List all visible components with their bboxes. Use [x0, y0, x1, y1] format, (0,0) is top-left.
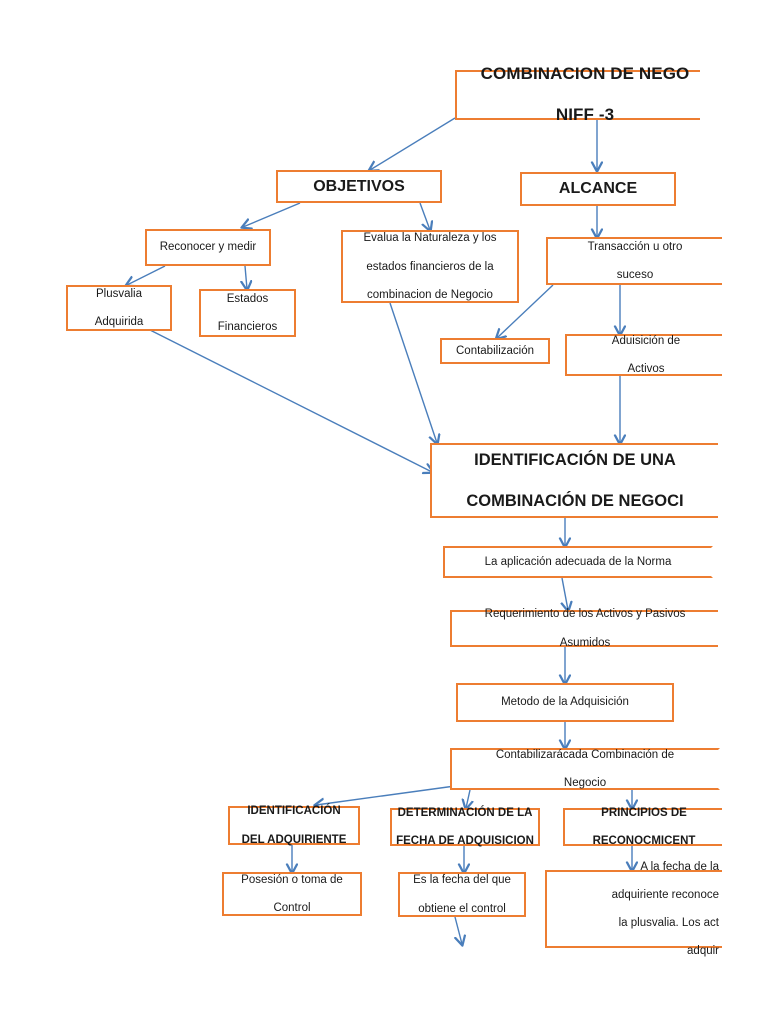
node-requerimiento-activos[interactable]: Requerimiento de los Activos y Pasivos A…: [450, 608, 720, 649]
link-transaccion-contabilizacion: [497, 284, 554, 338]
right-clip-mask-bottom: [722, 740, 768, 955]
node-plusvalia-line2: Adquirida: [94, 316, 144, 329]
node-principios-line1: PRINCIPIOS DE: [601, 806, 687, 819]
node-evalua-line1: Evalua la Naturaleza y los: [363, 232, 497, 245]
node-determinacion-line1: DETERMINACIÓN DE LA: [397, 806, 533, 819]
node-alafecha-line3: la plusvalia. Los act: [618, 917, 719, 930]
node-reconocer-y-medir[interactable]: Reconocer y medir: [145, 229, 271, 266]
right-clip-mask-lower: [718, 440, 768, 660]
node-determinacion-line2: FECHA DE ADQUISICION: [396, 835, 534, 848]
node-transaccion-suceso[interactable]: Transacción u otro suceso: [546, 237, 724, 285]
node-title[interactable]: COMBINACION DE NEGO NIFF -3: [455, 64, 715, 124]
node-esfecha-line1: Es la fecha del que: [413, 874, 511, 887]
node-posesion-control[interactable]: Posesión o toma de Control: [222, 872, 362, 916]
node-evalua-line3: combinacion de Negocio: [367, 288, 493, 301]
node-alafecha-line1: A la fecha de la: [640, 860, 719, 873]
node-posesion-line2: Control: [273, 902, 311, 915]
node-transaccion-line2: suceso: [616, 269, 654, 282]
right-clip-mask-title: [700, 60, 768, 130]
node-a-la-fecha[interactable]: A la fecha de la adquiriente reconoce la…: [545, 861, 725, 957]
link-title-objetivos: [370, 117, 456, 170]
link-contab-identadquirente: [316, 785, 456, 805]
node-identificacion-line2: COMBINACIÓN DE NEGOCI: [466, 491, 684, 510]
node-objetivos-label: OBJETIVOS: [313, 177, 405, 195]
link-objetivos-reconocer: [243, 202, 301, 227]
node-objetivos[interactable]: OBJETIVOS: [276, 170, 442, 203]
node-identificacion-adquirente[interactable]: IDENTIFICACIÓN DEL ADQUIRIENTE: [228, 805, 360, 846]
node-aplicacion-norma[interactable]: La aplicación adecuada de la Norma: [443, 546, 713, 578]
node-metodo-label: Metodo de la Adquisición: [501, 696, 629, 709]
node-contabilizacion[interactable]: Contabilización: [440, 338, 550, 364]
node-alcance-label: ALCANCE: [558, 180, 638, 198]
node-plusvalia-line1: Plusvalia: [95, 287, 143, 300]
node-adqactivos-line1: Aduisición de: [611, 334, 681, 347]
node-contabilizacion-label: Contabilización: [456, 344, 534, 357]
node-evalua-naturaleza[interactable]: Evalua la Naturaleza y los estados finan…: [341, 230, 519, 303]
link-contab-determinacion: [466, 789, 470, 808]
node-requerimiento-line1: Requerimiento de los Activos y Pasivos: [484, 608, 686, 621]
node-contabilizaracada-line1: Contabilizarácada Combinación de: [495, 748, 675, 761]
node-estados-line2: Financieros: [217, 321, 278, 334]
node-plusvalia-adquirida[interactable]: Plusvalia Adquirida: [66, 285, 172, 331]
node-identadq-line2: DEL ADQUIRIENTE: [241, 833, 347, 846]
node-determinacion-fecha[interactable]: DETERMINACIÓN DE LA FECHA DE ADQUISICION: [390, 806, 540, 848]
link-reconocer-plusvalia: [127, 265, 166, 285]
node-evalua-line2: estados financieros de la: [366, 260, 494, 273]
node-transaccion-line1: Transacción u otro: [587, 240, 683, 253]
node-contabilizaracada-line2: Negocio: [563, 777, 607, 790]
node-title-line1: COMBINACION DE NEGO: [480, 63, 690, 83]
node-identificacion-line1: IDENTIFICACIÓN DE UNA: [474, 451, 676, 470]
node-es-la-fecha[interactable]: Es la fecha del que obtiene el control: [398, 872, 526, 917]
node-identificacion-combinacion[interactable]: IDENTIFICACIÓN DE UNA COMBINACIÓN DE NEG…: [430, 443, 720, 518]
link-aplicacion-requerimiento: [562, 577, 568, 610]
node-reconocer-label: Reconocer y medir: [159, 241, 257, 254]
node-adqactivos-line2: Activos: [627, 363, 665, 376]
node-metodo-adquisicion[interactable]: Metodo de la Adquisición: [456, 683, 674, 722]
node-estados-financieros[interactable]: Estados Financieros: [199, 289, 296, 337]
node-alcance[interactable]: ALCANCE: [520, 172, 676, 206]
node-esfecha-line2: obtiene el control: [418, 902, 506, 915]
link-esfecha-dangling: [455, 916, 462, 944]
node-identadq-line1: IDENTIFICACIÓN: [247, 805, 341, 818]
node-title-line2: NIFF -3: [555, 105, 615, 125]
node-requerimiento-line2: Asumidos: [559, 636, 611, 649]
node-alafecha-line4: adquir: [687, 945, 719, 958]
node-adquisicion-activos[interactable]: Aduisición de Activos: [565, 334, 727, 376]
link-objetivos-evalua: [419, 202, 430, 230]
node-principios-line2: RECONOCMICENT: [592, 835, 696, 848]
right-clip-mask-mid: [722, 230, 768, 390]
node-posesion-line1: Posesión o toma de: [241, 873, 343, 886]
node-alafecha-line2: adquiriente reconoce: [611, 888, 719, 901]
node-contabilizaracada[interactable]: Contabilizarácada Combinación de Negocio: [450, 748, 720, 790]
node-estados-line1: Estados: [226, 292, 269, 305]
link-evalua-identificacion: [389, 302, 437, 443]
node-principios-reconocimiento[interactable]: PRINCIPIOS DE RECONOCMICENT: [563, 806, 725, 848]
link-reconocer-estados: [245, 265, 247, 289]
link-plusvalia-identificacion: [149, 329, 432, 472]
node-aplicacion-label: La aplicación adecuada de la Norma: [484, 555, 672, 568]
